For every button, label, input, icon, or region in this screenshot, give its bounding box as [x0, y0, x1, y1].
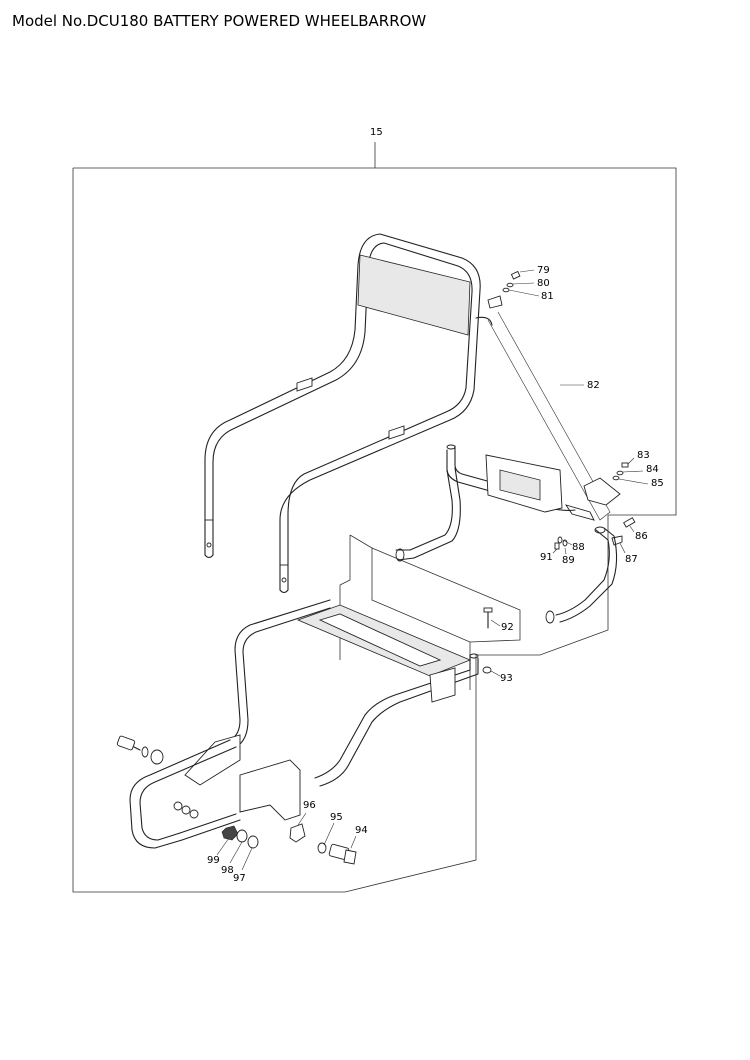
part-label-15: 15 — [370, 127, 383, 138]
part-label-91: 91 — [540, 552, 553, 563]
part-label-95: 95 — [330, 812, 343, 823]
part-label-96: 96 — [303, 800, 316, 811]
part-label-88: 88 — [572, 542, 585, 553]
parts-86-87 — [611, 517, 636, 554]
lower-frame — [116, 599, 479, 849]
part-label-79: 79 — [537, 265, 550, 276]
page-title: Model No.DCU180 BATTERY POWERED WHEELBAR… — [12, 12, 427, 30]
part-label-85: 85 — [651, 478, 664, 489]
part-label-92: 92 — [501, 622, 514, 633]
part-label-97: 97 — [233, 873, 246, 884]
part-label-80: 80 — [537, 278, 550, 289]
bottom-hardware — [216, 812, 357, 871]
part-92 — [483, 607, 501, 629]
parts-88-91 — [552, 536, 573, 555]
part-label-87: 87 — [625, 554, 638, 565]
part-label-98: 98 — [221, 865, 234, 876]
part-label-89: 89 — [562, 555, 575, 566]
part-label-94: 94 — [355, 825, 368, 836]
part-label-86: 86 — [635, 531, 648, 542]
parts-83-85 — [564, 457, 649, 521]
part-label-99: 99 — [207, 855, 220, 866]
part-label-83: 83 — [637, 450, 650, 461]
parts-79-81 — [487, 269, 540, 309]
part-label-84: 84 — [646, 464, 659, 475]
part-label-81: 81 — [541, 291, 554, 302]
part-93 — [482, 666, 501, 677]
middle-frame — [395, 444, 618, 624]
backrest-frame — [204, 233, 493, 594]
assembly-outline — [72, 142, 677, 893]
part-label-93: 93 — [500, 673, 513, 684]
part-label-82: 82 — [587, 380, 600, 391]
